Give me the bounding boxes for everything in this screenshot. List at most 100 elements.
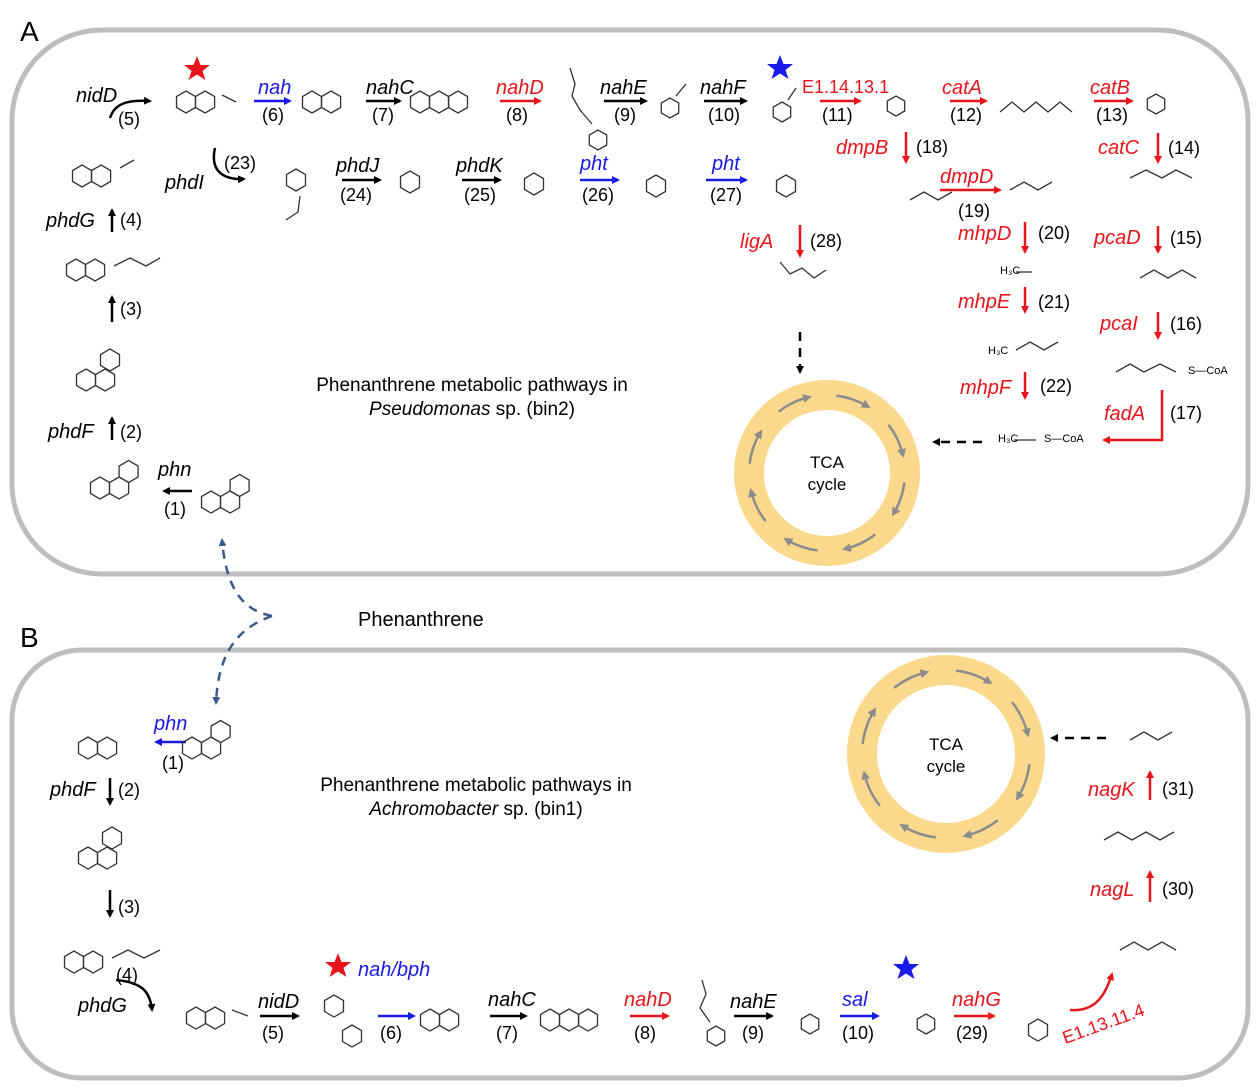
molecule-ring-58 (185, 1006, 207, 1030)
step-a-21: (21) (1038, 292, 1071, 312)
tca-b-arrow-1 (1011, 701, 1031, 738)
molecule-ring-44 (645, 174, 667, 198)
molecule-ring-72 (1027, 1018, 1049, 1042)
step-a-20: (20) (1038, 223, 1071, 243)
gene-b-nahG: nahG (952, 989, 1001, 1011)
molecule-ring-71 (916, 1013, 936, 1035)
step-b-3: (3) (118, 897, 140, 917)
gene-b-sal: sal (842, 989, 868, 1011)
arrow-b-4 (115, 978, 156, 1012)
red-star-icon (184, 56, 210, 80)
molecule-ring-10 (84, 258, 106, 282)
arrow-phen-to-a (218, 538, 273, 618)
step-a-9: (9) (614, 105, 636, 125)
molecule-ring-18 (301, 90, 323, 114)
gene-a-pht-26: pht (580, 153, 608, 175)
tca-a-arrow-1 (887, 424, 906, 458)
gene-a-catA: catA (942, 77, 983, 99)
gene-a-nahF: nahF (700, 77, 746, 99)
molecule-ring-61 (323, 994, 345, 1018)
step-b-5: (5) (262, 1023, 284, 1043)
molecule-bond-11 (113, 257, 161, 267)
step-b-4: (4) (116, 965, 138, 985)
arrow-a-23 (212, 147, 246, 184)
step-a-8: (8) (506, 105, 528, 125)
gene-a-phdJ: phdJ (336, 155, 380, 177)
molecule-ring-8 (99, 348, 121, 372)
tca-a-arrow-0 (836, 394, 871, 409)
gene-a-mhpD: mhpD (958, 223, 1012, 245)
step-b-31: (31) (1162, 779, 1195, 799)
gene-b-nahD: nahD (624, 989, 672, 1011)
gene-a-pcaD: pcaD (1094, 227, 1141, 249)
molecule-ring-69 (706, 1025, 726, 1047)
molecule-ring-67 (577, 1008, 599, 1032)
arrow-a-5 (108, 96, 152, 119)
title-a: Phenanthrene metabolic pathways in Pseud… (272, 374, 672, 422)
molecule-ring-15 (175, 90, 197, 114)
tca-b-arrow-2 (1015, 763, 1031, 801)
molecule-bond-28 (787, 87, 797, 101)
tca-a-line1: TCA (810, 453, 844, 472)
gene-b-nagK: nagK (1088, 779, 1135, 801)
molecule-ring-53 (96, 846, 118, 870)
step-a-16: (16) (1170, 314, 1203, 334)
step-b-6: (6) (380, 1023, 402, 1043)
molecule-bond-14 (119, 159, 135, 169)
step-a-7: (7) (372, 105, 394, 125)
step-a-18: (18) (916, 137, 949, 157)
step-a-2: (2) (120, 422, 142, 442)
molecule-ring-65 (539, 1008, 561, 1032)
molecule-bond-73 (1119, 941, 1177, 951)
molecule-ring-7 (94, 368, 116, 392)
chem-a-h3c-3: H₃C (998, 433, 1019, 445)
step-b-9: (9) (742, 1023, 764, 1043)
molecule-bond-35 (909, 191, 953, 201)
gene-a-catC: catC (1098, 137, 1140, 159)
chem-a-h3c-1: H₃C (1000, 265, 1021, 277)
title-b-organism: Achromobacter (369, 798, 499, 820)
title-a-organism: Pseudomonas (369, 398, 491, 420)
molecule-ring-24 (588, 129, 608, 151)
gene-a-nahD: nahD (496, 77, 544, 99)
gene-b-nah-bph: nah/bph (358, 959, 431, 981)
tca-b-arrow-6 (861, 707, 877, 745)
gene-a-phdF: phdF (48, 421, 94, 443)
tca-a-line2: cycle (807, 475, 847, 495)
tca-a-arrow-7 (778, 394, 812, 413)
gene-a-nidD: nidD (76, 85, 118, 107)
step-a-5: (5) (118, 109, 140, 129)
title-a-suffix: sp. (bin2) (490, 398, 575, 420)
step-b-10: (10) (842, 1023, 875, 1043)
panel-b-border (9, 647, 1251, 1081)
molecule-ring-6 (75, 368, 97, 392)
arrow-a-17 (1102, 390, 1164, 444)
title-b: Phenanthrene metabolic pathways in Achro… (276, 774, 676, 822)
step-b-8: (8) (634, 1023, 656, 1043)
molecule-ring-25 (660, 97, 680, 119)
molecule-ring-55 (63, 950, 85, 974)
tca-b-line1: TCA (929, 735, 963, 754)
molecule-ring-2 (229, 473, 250, 498)
panel-label-a: A (20, 16, 39, 47)
tca-a-arrow-6 (748, 429, 763, 464)
step-a-6: (6) (262, 105, 284, 125)
phenanthrene-label: Phenanthrene (358, 609, 484, 631)
molecule-ring-27 (772, 101, 792, 123)
tca-a-arrow-4 (783, 537, 818, 552)
gene-b-nahE: nahE (730, 991, 777, 1013)
step-a-23: (23) (224, 153, 257, 173)
molecule-bond-34 (1115, 363, 1177, 373)
molecule-ring-54 (101, 826, 123, 850)
step-b-29: (29) (956, 1023, 989, 1043)
molecule-ring-22 (447, 90, 469, 114)
step-a-11: (11) (822, 105, 853, 125)
molecule-bond-68 (699, 979, 711, 1023)
molecule-ring-51 (96, 736, 118, 760)
tca-ring-b (847, 655, 1045, 853)
red-star-icon-b (325, 953, 351, 977)
gene-a-nahE: nahE (600, 77, 647, 99)
molecule-bond-36 (1009, 181, 1053, 191)
